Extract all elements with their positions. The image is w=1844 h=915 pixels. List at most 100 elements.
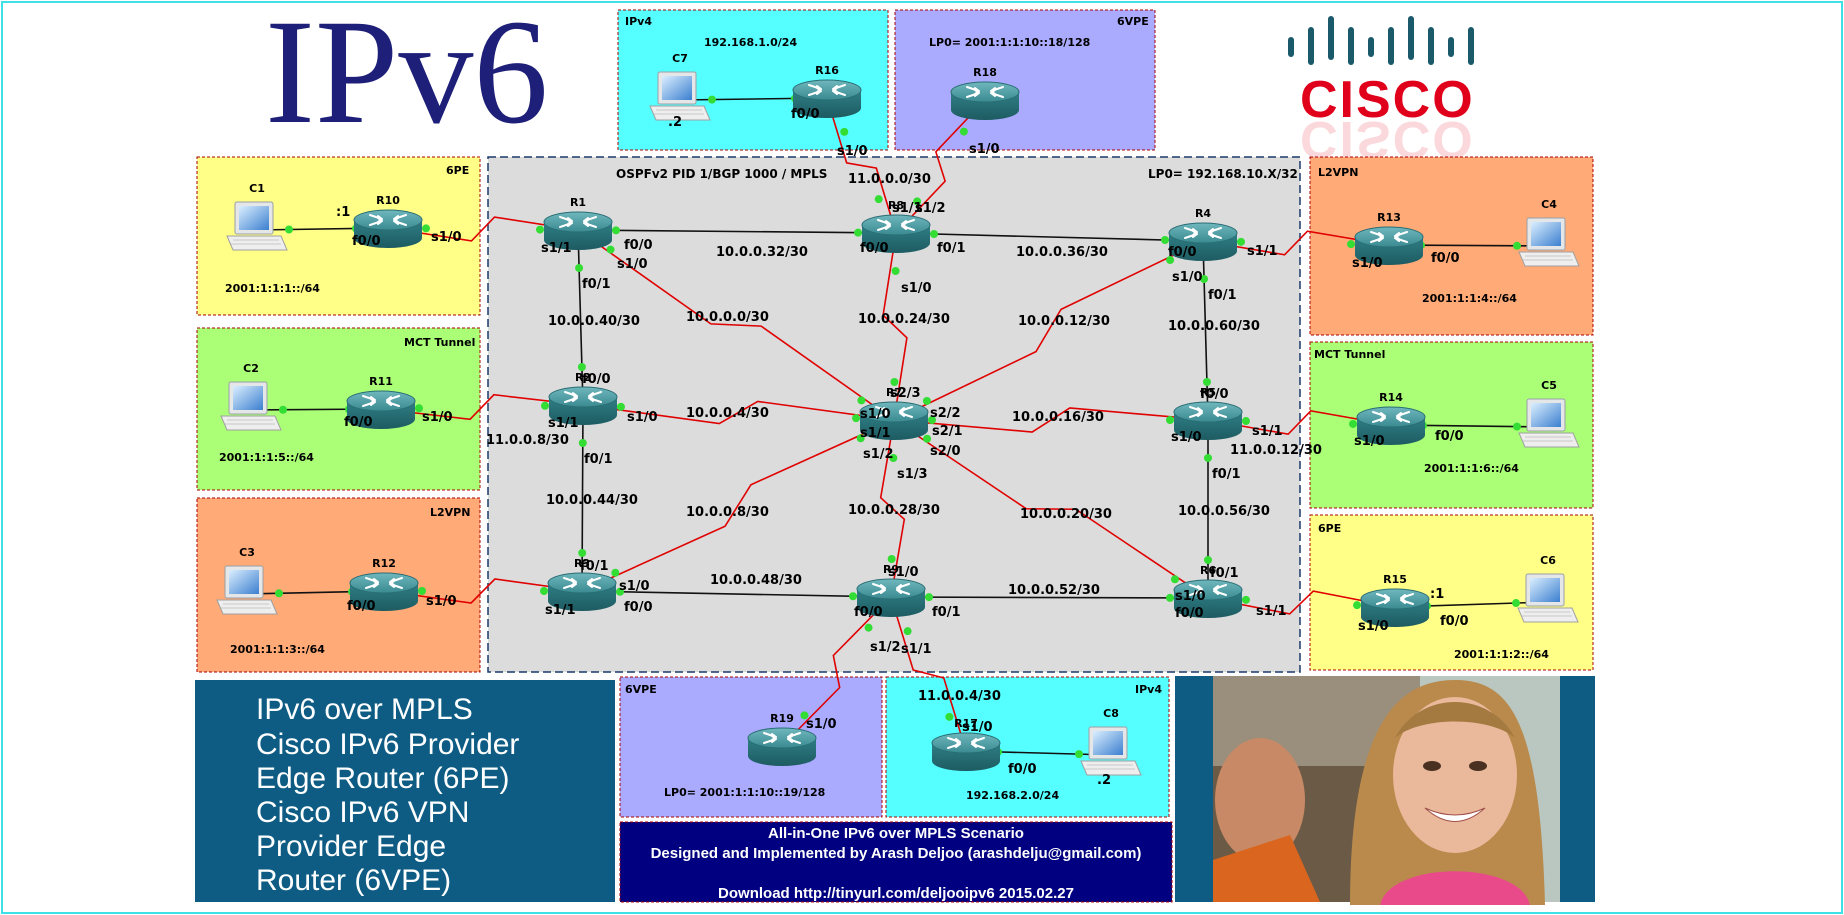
credits-line-2: Designed and Implemented by Arash Deljoo… — [651, 845, 1142, 862]
port-dot — [578, 549, 587, 558]
port-dot — [1204, 556, 1212, 564]
subnet-label: 10.0.0.24/30 — [858, 312, 950, 327]
port-dot — [1513, 422, 1522, 431]
interface-label: f0/1 — [580, 559, 609, 574]
router-label: R9 — [883, 563, 899, 576]
interface-label: f0/0 — [1008, 762, 1037, 777]
interface-label: .2 — [668, 115, 682, 130]
interface-label: s2/3 — [890, 386, 921, 401]
subnet-label: 10.0.0.32/30 — [716, 245, 808, 260]
port-dot — [874, 195, 883, 204]
interface-label: s1/1 — [1256, 604, 1287, 619]
port-dot — [945, 712, 954, 721]
interface-label: s1/0 — [617, 257, 648, 272]
serial-link — [380, 393, 584, 421]
interface-label: f0/0 — [854, 605, 883, 620]
pc-label: C5 — [1541, 379, 1557, 392]
serial-link — [383, 578, 583, 604]
site-c6-tag: 6PE — [1318, 522, 1341, 535]
router-label: R18 — [973, 66, 997, 79]
interface-label: s1/0 — [422, 410, 453, 425]
interface-label: f0/0 — [347, 599, 376, 614]
site-6vpe-bottom-tag: 6VPE — [625, 683, 657, 696]
port-dot — [890, 378, 899, 387]
interface-label: f0/1 — [937, 241, 966, 256]
port-dot — [849, 592, 858, 601]
pc-label: C3 — [239, 546, 255, 559]
ethernet-link — [890, 596, 1209, 599]
port-dot — [922, 396, 931, 405]
port-dot — [1204, 454, 1212, 462]
site-c5-tag: MCT Tunnel — [1314, 348, 1385, 361]
interface-label: s1/2 — [863, 447, 894, 462]
interface-label: s1/3 — [897, 467, 928, 482]
interface-label: .2 — [1097, 773, 1111, 788]
interface-label: s1/0 — [860, 407, 891, 422]
port-dot — [611, 568, 620, 577]
router-label: R4 — [1195, 207, 1211, 220]
interface-label: f0/0 — [860, 241, 889, 256]
serial-link — [879, 419, 906, 598]
interface-label: s1/2 — [870, 640, 901, 655]
interface-label: s1/0 — [1358, 619, 1389, 634]
router-label: R12 — [372, 557, 396, 570]
interface-label: s2/0 — [930, 444, 961, 459]
site-c4-tag: L2VPN — [1318, 166, 1358, 179]
port-dot — [857, 396, 866, 405]
port-dot — [856, 434, 865, 443]
port-dot — [1075, 750, 1084, 759]
photo — [1175, 676, 1595, 905]
cisco-wordmark: CISCO — [1300, 71, 1475, 129]
serial-link — [890, 596, 967, 752]
port-dot — [1241, 595, 1250, 604]
interface-label: f0/1 — [932, 605, 961, 620]
interface-label: s1/0 — [1172, 270, 1203, 285]
router-icon[interactable] — [931, 732, 1001, 772]
interface-label: s1/1 — [541, 241, 572, 256]
port-dot — [284, 225, 293, 234]
port-dot — [421, 224, 430, 233]
interface-label: s1/0 — [431, 230, 462, 245]
port-dot — [1200, 274, 1209, 283]
interface-label: s1/0 — [806, 717, 837, 732]
info-line-2: Cisco IPv6 Provider — [256, 728, 519, 761]
site-ipv4-bottom-subnet: 192.168.2.0/24 — [966, 789, 1059, 802]
port-dot — [1513, 241, 1522, 250]
port-dot — [1170, 575, 1179, 584]
interface-label: f0/0 — [352, 234, 381, 249]
site-c2-prefix: 2001:1:1:5::/64 — [219, 451, 314, 464]
port-dot — [923, 434, 932, 443]
interface-label: f0/1 — [1212, 467, 1241, 482]
interface-label: s1/1 — [860, 426, 891, 441]
site-ipv4-top-tag: IPv4 — [625, 15, 652, 28]
subnet-label: 10.0.0.56/30 — [1178, 504, 1270, 519]
router-icon[interactable] — [950, 81, 1020, 121]
interface-label: f0/0 — [344, 415, 373, 430]
interface-label: f0/0 — [624, 238, 653, 253]
port-dot — [887, 555, 896, 564]
interface-label: s1/1 — [548, 416, 579, 431]
port-dot — [889, 453, 898, 462]
router-label: R10 — [376, 194, 400, 207]
subnet-label: 10.0.0.16/30 — [1012, 410, 1104, 425]
port-dot — [852, 414, 861, 423]
page-title: IPv6 — [265, 0, 548, 155]
site-6vpe-top — [894, 9, 1156, 151]
ethernet-link — [577, 229, 584, 406]
interface-label: s1/0 — [888, 565, 919, 580]
interface-label: f0/0 — [1435, 429, 1464, 444]
port-dot — [924, 593, 933, 602]
router-icon[interactable] — [747, 727, 817, 767]
site-c1-prefix: 2001:1:1:1::/64 — [225, 282, 320, 295]
interface-label: f0/0 — [582, 372, 611, 387]
port-dot — [1349, 419, 1358, 428]
subnet-label: 11.0.0.12/30 — [1230, 443, 1322, 458]
port-dot — [1166, 416, 1174, 424]
interface-label: f0/0 — [1168, 245, 1197, 260]
site-c5-prefix: 2001:1:1:6::/64 — [1424, 462, 1519, 475]
site-c3-prefix: 2001:1:1:3::/64 — [230, 643, 325, 656]
subnet-label: 11.0.0.8/30 — [486, 433, 569, 448]
port-dot — [707, 95, 716, 104]
interface-label: s1/1 — [901, 642, 932, 657]
